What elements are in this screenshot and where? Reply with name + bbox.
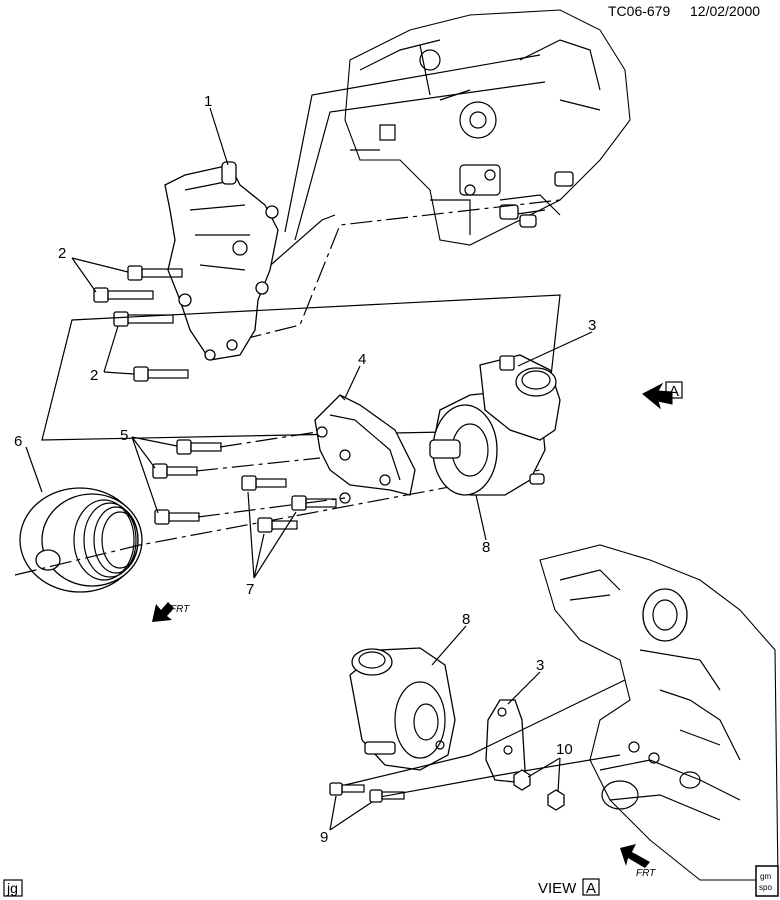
callout-8-top: 8	[482, 539, 490, 556]
frt-label-top: FRT	[170, 604, 190, 615]
centerline-bracket	[239, 199, 561, 341]
nuts-10	[513, 769, 565, 811]
drawing-date: 12/02/2000	[690, 3, 760, 19]
bolts-7	[241, 475, 337, 533]
steering-pump-bottom	[349, 647, 456, 771]
callout-6: 6	[14, 433, 22, 450]
view-a-arrow: A	[642, 381, 683, 410]
pump-bracket-plate	[314, 394, 416, 504]
mounting-bracket	[164, 161, 279, 361]
alignment-line-bottom-1	[344, 679, 626, 786]
callout-9: 9	[320, 829, 328, 846]
callout-5: 5	[120, 427, 128, 444]
drawing-id: TC06-679	[608, 3, 670, 19]
pump-mount-bracket-bottom	[485, 699, 526, 783]
callout-4: 4	[358, 351, 366, 368]
pulley	[19, 487, 143, 593]
engine-view-a	[539, 544, 779, 881]
gm-spo-logo: gm spo	[755, 865, 779, 897]
centerline-pulley	[14, 469, 541, 576]
callout-7: 7	[246, 581, 254, 598]
callout-8-bottom: 8	[462, 611, 470, 628]
callout-10: 10	[556, 741, 573, 758]
logo-text-gm: gm	[760, 872, 771, 881]
logo-text-spo: spo	[759, 883, 772, 892]
frt-label-bottom: FRT	[636, 868, 656, 879]
lead-line-bracket-upper	[284, 54, 541, 233]
engine-block	[344, 9, 631, 246]
callout-2-top: 2	[58, 245, 66, 262]
view-a-caption-letter: A	[586, 880, 596, 897]
frt-arrow-top: FRT	[152, 602, 190, 622]
bolts-9	[329, 782, 405, 803]
leader-1	[209, 107, 229, 166]
callout-3-bottom: 3	[536, 657, 544, 674]
bolts-5	[152, 439, 222, 525]
view-a-caption-box	[582, 878, 600, 896]
bolts-2	[93, 265, 189, 382]
callout-3-top: 3	[588, 317, 596, 334]
alignment-line-bottom-2	[379, 754, 621, 798]
corner-tag: jg	[3, 879, 23, 897]
steering-pump-top	[429, 354, 561, 496]
view-a-caption: VIEW	[538, 880, 577, 897]
frt-arrow-bottom: FRT	[620, 844, 656, 879]
view-a-letter: A	[669, 383, 679, 400]
lead-line-bracket-mid	[294, 81, 546, 241]
callout-1: 1	[204, 93, 212, 110]
lead-line-bracket-low	[264, 214, 336, 271]
corner-tag-text: jg	[6, 880, 18, 896]
callout-2-bottom: 2	[90, 367, 98, 384]
